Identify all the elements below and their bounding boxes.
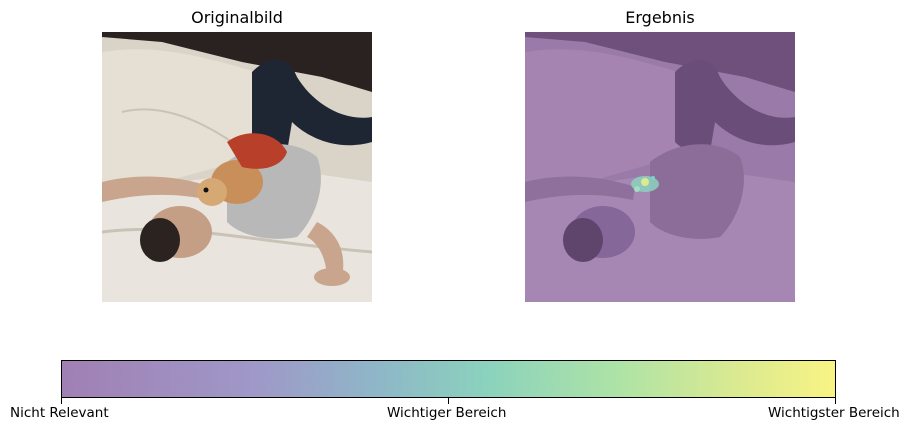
colorbar-tick-low	[61, 398, 62, 404]
colorbar-label-high: Wichtigster Bereich	[768, 405, 900, 421]
colorbar-label-mid: Wichtiger Bereich	[387, 405, 507, 421]
left-panel-title: Originalbild	[191, 8, 283, 27]
original-image	[102, 32, 372, 302]
right-panel-title: Ergebnis	[625, 8, 695, 27]
colorbar-tick-high	[835, 398, 836, 404]
result-image	[525, 32, 795, 302]
colorbar-tick-mid	[448, 398, 449, 404]
colorbar-label-low: Nicht Relevant	[10, 405, 109, 421]
colorbar	[61, 360, 836, 398]
